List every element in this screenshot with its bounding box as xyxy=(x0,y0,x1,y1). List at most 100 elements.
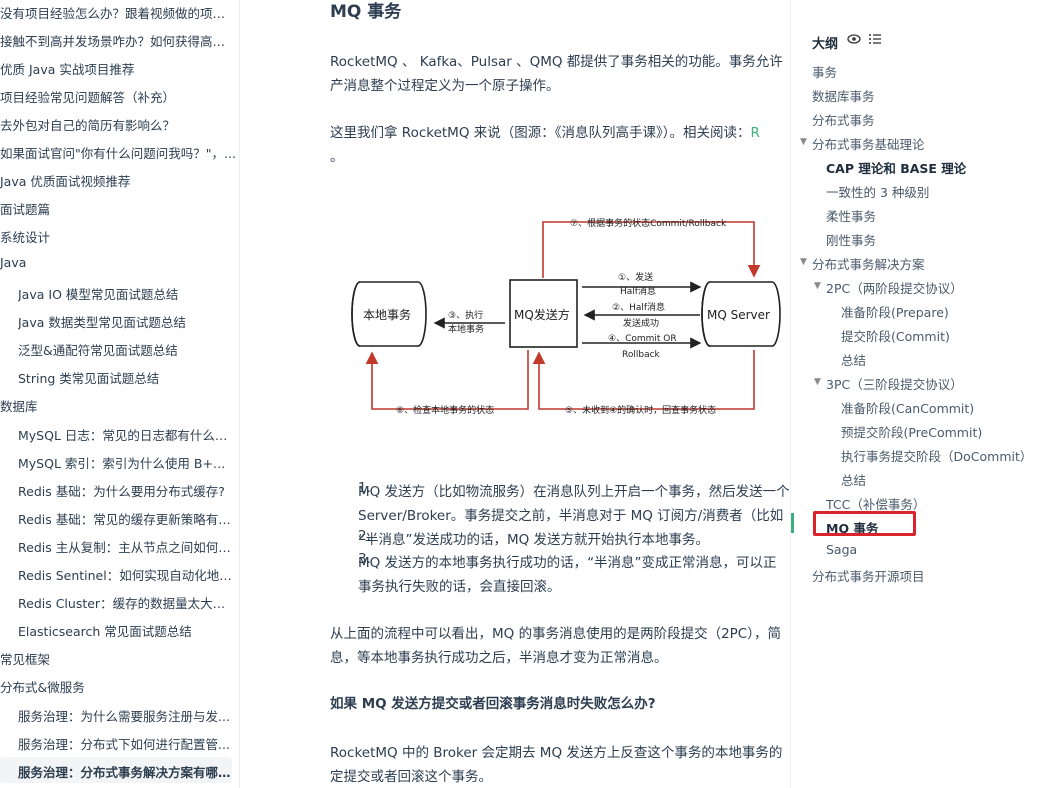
sidebar-item[interactable]: 项目经验常见问题解答（补充） xyxy=(0,90,176,105)
sidebar-item[interactable]: 服务治理：为什么需要服务注册与发... xyxy=(18,709,230,724)
paragraph-2-line-1: 这里我们拿 RocketMQ 来说（图源：《消息队列高手课》）。相关阅读：R xyxy=(330,121,760,141)
collapse-arrow-icon[interactable]: ▼ xyxy=(800,137,807,147)
outline-item[interactable]: 事务 xyxy=(812,65,838,80)
list-number-1: 1. xyxy=(358,480,371,496)
sidebar-item[interactable]: Redis Sentinel：如何实现自动化地故... xyxy=(18,568,232,583)
list-item-3-line-2: 事务执行失败的话，会直接回滚。 xyxy=(358,579,561,595)
local-transaction-label: 本地事务 xyxy=(363,307,411,322)
step-6-label: ⑥、检查本地事务的状态 xyxy=(396,404,494,416)
sidebar-active-highlight xyxy=(0,757,232,783)
outline-item[interactable]: 准备阶段(Prepare) xyxy=(841,305,949,320)
sidebar-item[interactable]: MySQL 日志：常见的日志都有什么用? xyxy=(18,428,232,443)
sidebar-item[interactable]: 系统设计 xyxy=(0,230,51,245)
outline-item[interactable]: 分布式事务解决方案 xyxy=(812,257,925,272)
outline-item[interactable]: 柔性事务 xyxy=(826,209,877,224)
sidebar-item[interactable]: 没有项目经验怎么办？跟着视频做的项目... xyxy=(0,6,236,21)
sidebar-item[interactable]: 服务治理：分布式下如何进行配置管... xyxy=(18,737,230,752)
paragraph-1-line-1: RocketMQ 、 Kafka、Pulsar 、QMQ 都提供了事务相关的功能… xyxy=(330,54,783,70)
outline-item[interactable]: 总结 xyxy=(841,353,867,368)
sidebar-item[interactable]: Redis 基础：为什么要用分布式缓存? xyxy=(18,484,225,499)
sidebar-item[interactable]: MySQL 索引：索引为什么使用 B+树? xyxy=(18,456,232,471)
article-content: MQ 事务 RocketMQ 、 Kafka、Pulsar 、QMQ 都提供了事… xyxy=(330,0,790,788)
sidebar-item[interactable]: 分布式&微服务 xyxy=(0,680,85,695)
outline-item[interactable]: 数据库事务 xyxy=(812,89,875,104)
mq-server-node xyxy=(701,281,781,347)
step-5-label: ⑤、未收到④的确认时，回查事务状态 xyxy=(565,404,716,416)
eye-icon[interactable] xyxy=(847,32,861,50)
list-toggle-icon[interactable] xyxy=(868,32,882,50)
outline-item[interactable]: 3PC（三阶段提交协议） xyxy=(826,377,963,392)
outline-item[interactable]: Saga xyxy=(826,542,858,557)
paragraph-2-line-2: 。 xyxy=(330,149,344,165)
outline-item[interactable]: MQ 事务 xyxy=(826,521,879,536)
list-number-3: 3. xyxy=(358,551,371,567)
sidebar-item[interactable]: Redis 基础：常见的缓存更新策略有哪... xyxy=(18,512,232,527)
sidebar-item[interactable]: Java 数据类型常见面试题总结 xyxy=(18,315,186,330)
list-item-1-line-1: MQ 发送方（比如物流服务）在消息队列上开启一个事务，然后发送一个 xyxy=(358,484,790,500)
outline-item[interactable]: 分布式事务基础理论 xyxy=(812,137,925,152)
outline-item[interactable]: 总结 xyxy=(841,473,867,488)
list-number-2: 2. xyxy=(358,528,371,544)
list-item-3-line-1: MQ 发送方的本地事务执行成功的话，“半消息”变成正常消息，可以正 xyxy=(358,555,777,571)
collapse-arrow-icon[interactable]: ▼ xyxy=(814,281,821,291)
list-item-1-line-2: Server/Broker。事务提交之前，半消息对于 MQ 订阅方/消费者（比如 xyxy=(358,508,784,524)
paragraph-4-line-2: 定提交或者回滚这个事务。 xyxy=(330,769,492,785)
outline-title: 大纲 xyxy=(812,37,839,52)
outline-panel: 大纲 事务数据库事务分布式事务 ▼ 分布式事务基础理论 CAP 理论和 BASE 理论… xyxy=(790,0,1050,788)
outline-item[interactable]: TCC（补偿事务） xyxy=(826,497,926,512)
collapse-arrow-icon[interactable]: ▼ xyxy=(814,377,821,387)
step-1b-label: Half消息 xyxy=(620,285,656,297)
sidebar-item[interactable]: 去外包对自己的简历有影响么？ xyxy=(0,118,176,133)
outline-item[interactable]: 提交阶段(Commit) xyxy=(841,329,950,344)
step-4-label: ④、Commit OR xyxy=(608,334,677,344)
step-3b-label: 本地事务 xyxy=(448,323,484,335)
sidebar-item[interactable]: 服务治理：分布式事务解决方案有哪... xyxy=(18,765,232,780)
outline-item[interactable]: 2PC（两阶段提交协议） xyxy=(826,281,963,296)
sidebar-item[interactable]: Java 优质面试视频推荐 xyxy=(0,174,131,189)
subheading: 如果 MQ 发送方提交或者回滚事务消息时失败怎么办? xyxy=(330,696,656,712)
outline-item[interactable]: 分布式事务开源项目 xyxy=(812,569,925,584)
paragraph-3-line-2: 息，等本地事务执行成功之后，半消息才变为正常消息。 xyxy=(330,650,668,666)
step-2b-label: 发送成功 xyxy=(623,317,659,329)
step-4b-label: Rollback xyxy=(622,350,661,360)
outline-item[interactable]: 准备阶段(CanCommit) xyxy=(841,401,975,416)
sidebar: 没有项目经验怎么办？跟着视频做的项目... 接触不到高并发场景咋办？如何获得高并.… xyxy=(0,0,240,788)
step-7-label: ⑦、根据事务的状态Commit/Rollback xyxy=(570,217,727,229)
current-section-highlight xyxy=(813,511,916,536)
collapse-arrow-icon[interactable]: ▼ xyxy=(800,257,807,267)
sidebar-item[interactable]: Java xyxy=(0,255,27,270)
list-item-2-line-1: “半消息”发送成功的话，MQ 发送方就开始执行本地事务。 xyxy=(358,532,710,548)
step-3-label: ③、执行 xyxy=(448,309,483,321)
paragraph-4-line-1: RocketMQ 中的 Broker 会定期去 MQ 发送方上反查这个事务的本地… xyxy=(330,745,783,761)
sidebar-item[interactable]: String 类常见面试题总结 xyxy=(18,371,160,386)
outline-item[interactable]: 一致性的 3 种级别 xyxy=(826,185,930,200)
rocketmq-transaction-diagram: 本地事务 MQ发送方 MQ Server ①、发送 Half消息 ②、Half消… xyxy=(351,217,781,416)
mq-server-label: MQ Server xyxy=(707,308,770,322)
sidebar-item[interactable]: Elasticsearch 常见面试题总结 xyxy=(18,624,192,639)
sidebar-item[interactable]: 面试题篇 xyxy=(0,202,51,217)
mq-sender-label: MQ发送方 xyxy=(514,307,570,322)
outline-item[interactable]: 执行事务提交阶段（DoCommit） xyxy=(841,449,1033,464)
sidebar-item[interactable]: Java IO 模型常见面试题总结 xyxy=(18,287,179,302)
sidebar-item[interactable]: 如果面试官问"你有什么问题问我吗？"，... xyxy=(0,146,236,161)
outline-item[interactable]: 分布式事务 xyxy=(812,113,875,128)
sidebar-item[interactable]: Redis 主从复制：主从节点之间如何同... xyxy=(18,540,232,555)
local-transaction-node xyxy=(351,281,427,347)
outline-active-marker xyxy=(791,513,794,533)
paragraph-3-line-1: 从上面的流程中可以看出，MQ 的事务消息使用的是两阶段提交（2PC），简 xyxy=(330,626,781,642)
sidebar-item[interactable]: 泛型&通配符常见面试题总结 xyxy=(18,343,178,358)
sidebar-item[interactable]: 接触不到高并发场景咋办？如何获得高并... xyxy=(0,34,236,49)
related-reading-link[interactable]: R xyxy=(750,125,760,141)
outline-item[interactable]: 预提交阶段(PreCommit) xyxy=(841,425,983,440)
sidebar-item[interactable]: 数据库 xyxy=(0,399,38,414)
paragraph-1-line-2: 产消息整个过程定义为一个原子操作。 xyxy=(330,78,560,94)
step-2-label: ②、Half消息 xyxy=(612,301,665,313)
section-title: MQ 事务 xyxy=(330,2,402,22)
sidebar-item[interactable]: Redis Cluster：缓存的数据量太大怎... xyxy=(18,596,232,611)
paragraph-2-text: 这里我们拿 RocketMQ 来说（图源：《消息队列高手课》）。相关阅读： xyxy=(330,125,751,141)
mq-sender-node xyxy=(509,279,578,348)
sidebar-item[interactable]: 常见框架 xyxy=(0,652,51,667)
outline-item[interactable]: 刚性事务 xyxy=(826,233,877,248)
sidebar-item[interactable]: 优质 Java 实战项目推荐 xyxy=(0,62,135,77)
outline-item[interactable]: CAP 理论和 BASE 理论 xyxy=(826,161,967,176)
